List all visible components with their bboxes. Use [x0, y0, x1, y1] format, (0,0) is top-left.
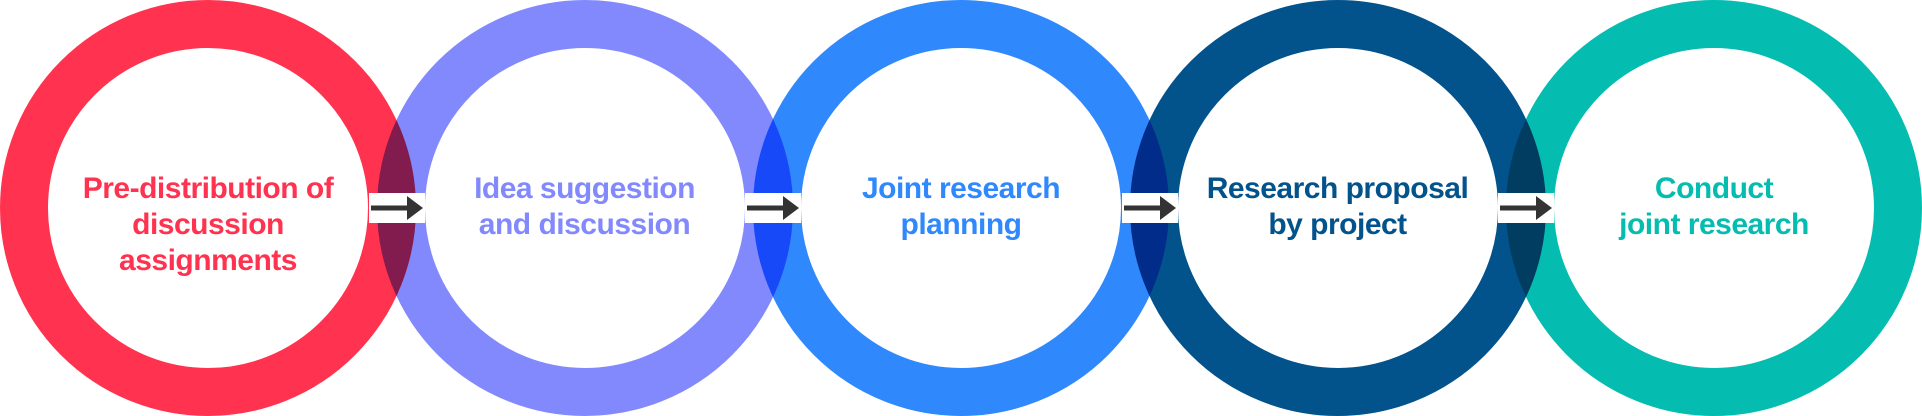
arrow-right-icon: [1121, 193, 1178, 223]
step-label-3: Joint research planning: [811, 171, 1111, 243]
step-label-line: joint research: [1619, 208, 1809, 241]
step-label-line: Research proposal: [1206, 172, 1469, 205]
step-label-4: Research proposal by project: [1188, 171, 1488, 243]
step-label-line: by project: [1268, 208, 1407, 241]
arrow-right-icon: [368, 193, 425, 223]
step-label-line: Pre-distribution of: [82, 172, 334, 205]
step-label-line: Conduct: [1654, 172, 1774, 205]
step-label-line: Joint research: [861, 172, 1061, 205]
step-label-5: Conduct joint research: [1564, 171, 1864, 243]
step-label-2: Idea suggestion and discussion: [435, 171, 735, 243]
step-label-line: discussion assignments: [119, 208, 297, 277]
step-label-line: and discussion: [478, 208, 691, 241]
step-label-line: planning: [900, 208, 1022, 241]
arrow-right-icon: [745, 193, 801, 223]
arrow-right-icon: [1498, 193, 1554, 223]
step-label-line: Idea suggestion: [474, 172, 695, 205]
step-label-1: Pre-distribution of discussion assignmen…: [58, 171, 358, 279]
